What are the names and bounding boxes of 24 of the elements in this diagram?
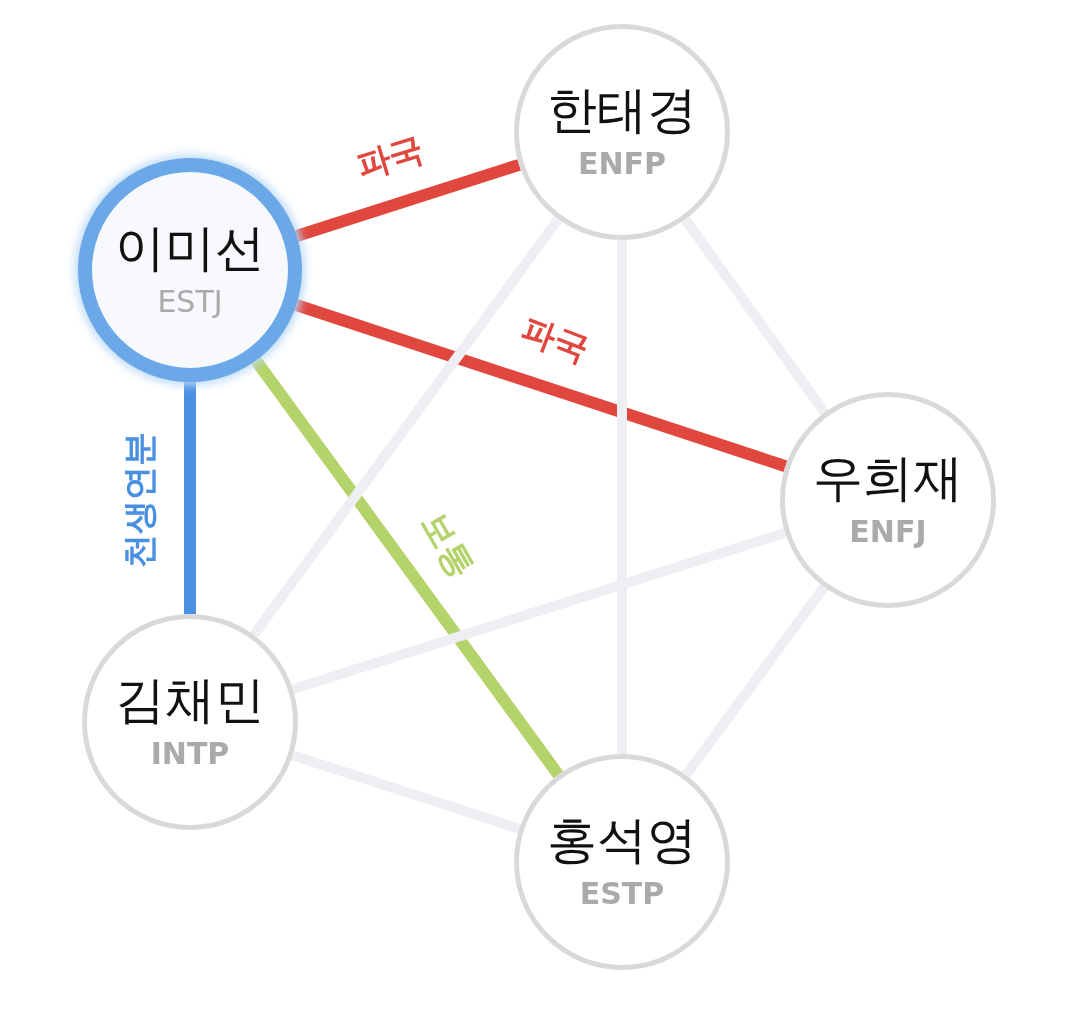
personality-type: ENFP — [577, 146, 667, 181]
person-name: 홍석영 — [547, 813, 697, 868]
person-name: 이미선 — [115, 221, 265, 276]
edge-label: 파국 — [350, 127, 430, 189]
relation-line — [251, 356, 564, 779]
edge-label: 천생연분 — [118, 432, 160, 568]
connector-line — [291, 527, 787, 695]
personality-type: INTP — [150, 736, 230, 771]
personality-type: ESTP — [579, 876, 665, 911]
person-name: 김채민 — [115, 673, 265, 728]
relation-line — [184, 382, 196, 614]
relation-line — [294, 299, 788, 472]
personality-type: ESTJ — [157, 284, 223, 319]
person-name: 한태경 — [547, 83, 697, 138]
personality-type: ENFJ — [849, 514, 927, 549]
person-name: 우희재 — [813, 451, 963, 506]
connector-line — [249, 216, 563, 638]
connector-line — [681, 584, 829, 778]
connector-line — [681, 216, 829, 416]
edge-label: 보통 — [413, 504, 485, 586]
relation-line — [294, 159, 521, 242]
connector-line — [617, 240, 627, 754]
connector-line — [291, 750, 521, 834]
edge-label: 파국 — [515, 307, 595, 372]
